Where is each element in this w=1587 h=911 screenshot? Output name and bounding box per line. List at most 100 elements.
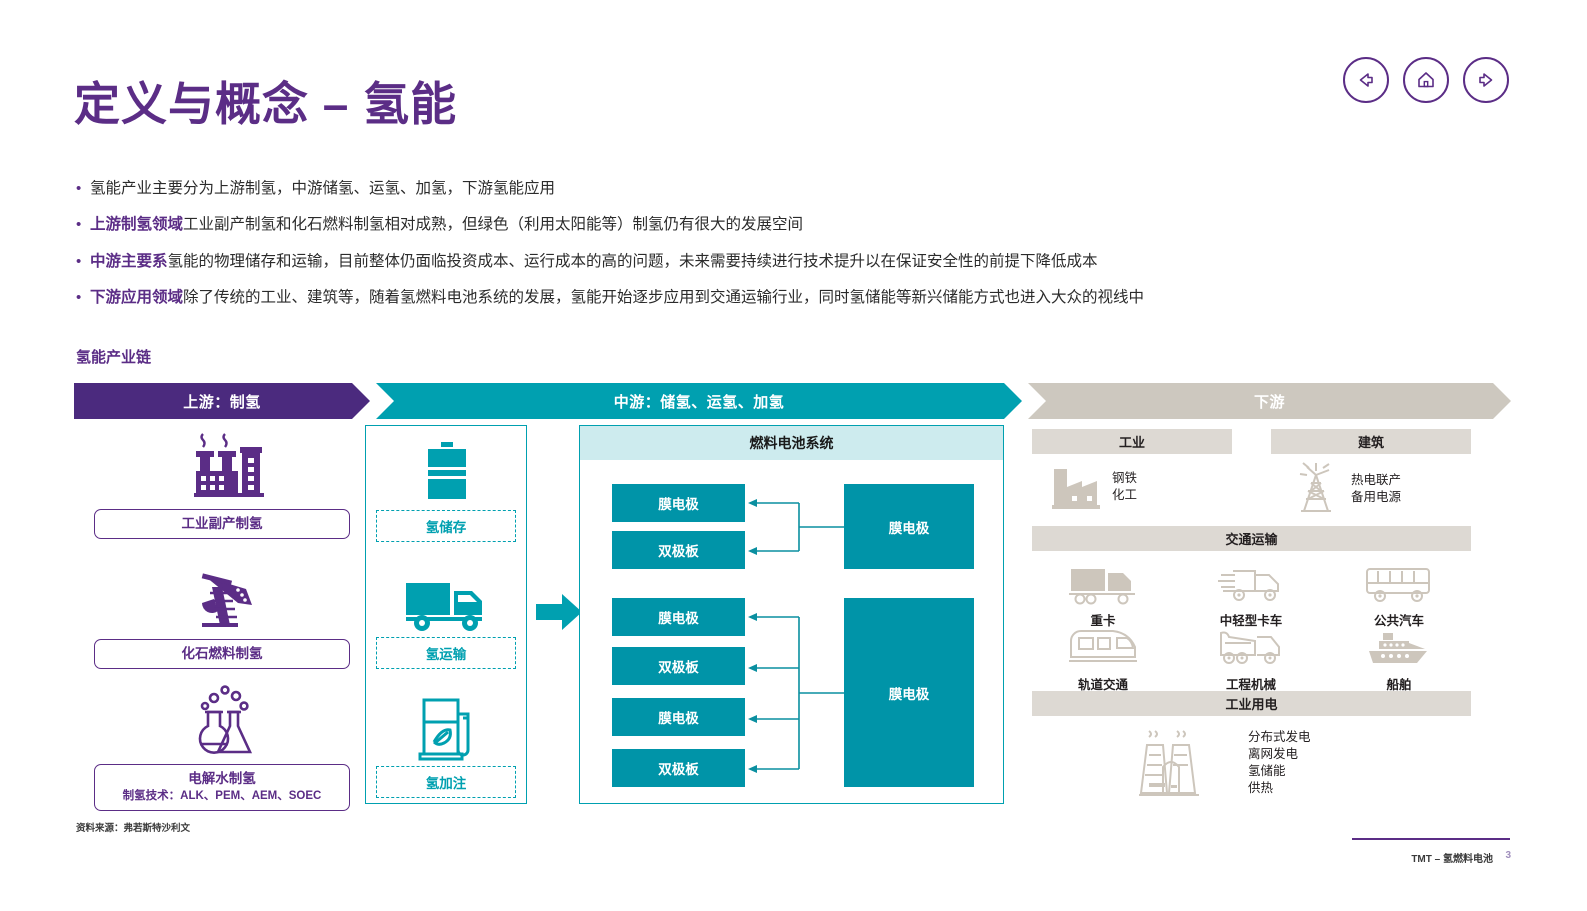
fuel-cell-tile: 双极板 (612, 647, 745, 685)
home-icon[interactable] (1403, 57, 1449, 103)
value-chain-banner: 上游：制氢 中游：储氢、运氢、加氢 下游 (74, 383, 1511, 419)
midstream-item-refueling: 氢加注 (376, 688, 516, 798)
stage-banner-downstream: 下游 (1028, 383, 1511, 419)
bullet-list: • 氢能产业主要分为上游制氢，中游储氢、运氢、加氢，下游氢能应用 • 上游制氢领… (76, 178, 1516, 324)
downstream-line: 备用电源 (1351, 490, 1402, 504)
truck-icon (376, 559, 516, 637)
upstream-label: 电解水制氢 制氢技术：ALK、PEM、AEM、SOEC (94, 764, 350, 811)
transport-item-heavy-truck: 重卡 (1028, 555, 1178, 629)
upstream-column: 工业副产制氢 (74, 423, 370, 811)
stage-banner-upstream: 上游：制氢 (74, 383, 370, 419)
oil-pump-icon (94, 553, 350, 639)
downstream-item-power: 分布式发电 离网发电 氢储能 供热 (1098, 723, 1478, 801)
footer-label: TMT – 氢燃料电池 (1411, 854, 1493, 865)
factory-icon (94, 423, 350, 509)
light-truck-icon (1176, 555, 1326, 607)
midstream-label: 氢加注 (376, 766, 516, 798)
downstream-line: 供热 (1248, 780, 1274, 795)
bullet-dot: • (76, 289, 82, 307)
transport-label: 工程机械 (1225, 678, 1276, 692)
source-note: 资料来源：弗若斯特沙利文 (76, 823, 191, 834)
upstream-label-text: 化石燃料制氢 (181, 646, 263, 661)
downstream-band-transport: 交通运输 (1032, 526, 1471, 551)
downstream-line: 分布式发电 (1248, 730, 1311, 744)
downstream-band-building: 建筑 (1271, 429, 1471, 454)
page-title: 定义与概念 – 氢能 (74, 78, 458, 130)
fuel-cell-tile: 膜电极 (612, 484, 745, 522)
transport-item-rail: 轨道交通 (1028, 619, 1178, 693)
transport-label: 轨道交通 (1077, 678, 1128, 692)
forward-arrow-icon[interactable] (1463, 57, 1509, 103)
value-chain-body: 工业副产制氢 (74, 423, 1511, 813)
bullet-dot: • (76, 180, 82, 197)
footer-divider (1352, 838, 1510, 840)
midstream-column: 氢储存 氢运输 (365, 425, 527, 804)
bullet-dot: • (76, 252, 82, 270)
upstream-label: 工业副产制氢 (94, 509, 350, 540)
downstream-text-power: 分布式发电 离网发电 氢储能 供热 (1248, 723, 1311, 797)
list-item: • 上游制氢领域工业副产制氢和化石燃料制氢相对成熟，但绿色（利用太阳能等）制氢仍… (76, 214, 1516, 236)
list-item: • 中游主要系氢能的物理储存和运输，目前整体仍面临投资成本、运行成本的高的问题，… (76, 251, 1516, 273)
factory-icon (1042, 461, 1112, 513)
flask-icon (94, 678, 350, 764)
transport-label: 船舶 (1386, 678, 1412, 692)
stage-label: 中游：储氢、运氢、加氢 (613, 393, 785, 411)
downstream-text-industry: 钢铁 化工 (1112, 470, 1137, 504)
stage-label: 上游：制氢 (183, 393, 261, 411)
downstream-line: 离网发电 (1248, 746, 1299, 761)
back-arrow-icon[interactable] (1343, 57, 1389, 103)
downstream-band-power: 工业用电 (1032, 691, 1471, 716)
power-tower-icon (1281, 461, 1351, 517)
train-icon (1028, 619, 1178, 671)
midstream-item-storage: 氢储存 (376, 432, 516, 542)
downstream-column: 工业 建筑 钢铁 化工 (1028, 423, 1511, 808)
connector-group-a (745, 481, 847, 573)
transport-label: 公共汽车 (1373, 614, 1424, 628)
midstream-label: 氢运输 (376, 637, 516, 669)
fuel-pump-icon (376, 688, 516, 766)
fuel-cell-tile-main: 膜电极 (844, 598, 974, 787)
midstream-item-transport: 氢运输 (376, 559, 516, 669)
downstream-band-industry: 工业 (1032, 429, 1232, 454)
stage-label: 下游 (1253, 393, 1285, 411)
transport-item-bus: 公共汽车 (1324, 555, 1474, 629)
fuel-cell-tile: 双极板 (612, 531, 745, 569)
downstream-text-building: 热电联产 备用电源 (1351, 472, 1401, 506)
crane-truck-icon (1176, 619, 1326, 671)
bullet-text: 工业副产制氢和化石燃料制氢相对成熟，但绿色（利用太阳能等）制氢仍有很大的发展空间 (183, 216, 804, 234)
bus-icon (1324, 555, 1474, 607)
downstream-line: 钢铁 (1112, 471, 1138, 486)
upstream-label: 化石燃料制氢 (94, 639, 350, 670)
transport-item-light-truck: 中轻型卡车 (1176, 555, 1326, 629)
transport-label: 重卡 (1090, 614, 1116, 628)
section-title: 氢能产业链 (76, 349, 152, 366)
bullet-text: 氢能产业主要分为上游制氢，中游储氢、运氢、加氢，下游氢能应用 (90, 180, 556, 197)
midstream-label: 氢储存 (376, 510, 516, 542)
downstream-item-industry: 钢铁 化工 (1042, 461, 1242, 513)
upstream-label-text: 电解水制氢 (188, 771, 256, 786)
slide-navigation (1343, 57, 1509, 103)
stage-banner-midstream: 中游：储氢、运氢、加氢 (376, 383, 1022, 419)
ship-icon (1324, 619, 1474, 671)
flow-arrow-icon (536, 591, 582, 633)
transport-item-machinery: 工程机械 (1176, 619, 1326, 693)
transport-label: 中轻型卡车 (1219, 614, 1283, 628)
upstream-item-electrolysis: 电解水制氢 制氢技术：ALK、PEM、AEM、SOEC (94, 678, 350, 811)
list-item: • 下游应用领域除了传统的工业、建筑等，随着氢燃料电池系统的发展，氢能开始逐步应… (76, 287, 1516, 309)
barrel-icon (376, 432, 516, 510)
fuel-cell-tile: 双极板 (612, 749, 745, 787)
fuel-cell-tile: 膜电极 (612, 698, 745, 736)
bullet-dot: • (76, 216, 82, 234)
bullet-lead: 上游制氢领域 (90, 216, 184, 234)
bullet-text: 氢能的物理储存和运输，目前整体仍面临投资成本、运行成本的高的问题，未来需要持续进… (167, 252, 1098, 270)
bullet-lead: 下游应用领域 (90, 289, 184, 307)
fuel-cell-system: 燃料电池系统 膜电极 双极板 膜电极 膜电极 双极板 膜电极 双极板 (579, 425, 1004, 804)
transport-item-ship: 船舶 (1324, 619, 1474, 693)
fuel-cell-tile-main: 膜电极 (844, 484, 974, 569)
power-plant-icon (1098, 723, 1248, 801)
upstream-label-text: 工业副产制氢 (181, 516, 263, 531)
connector-group-b (745, 594, 847, 792)
fuel-cell-title: 燃料电池系统 (580, 426, 1003, 460)
downstream-line: 氢储能 (1248, 763, 1286, 778)
